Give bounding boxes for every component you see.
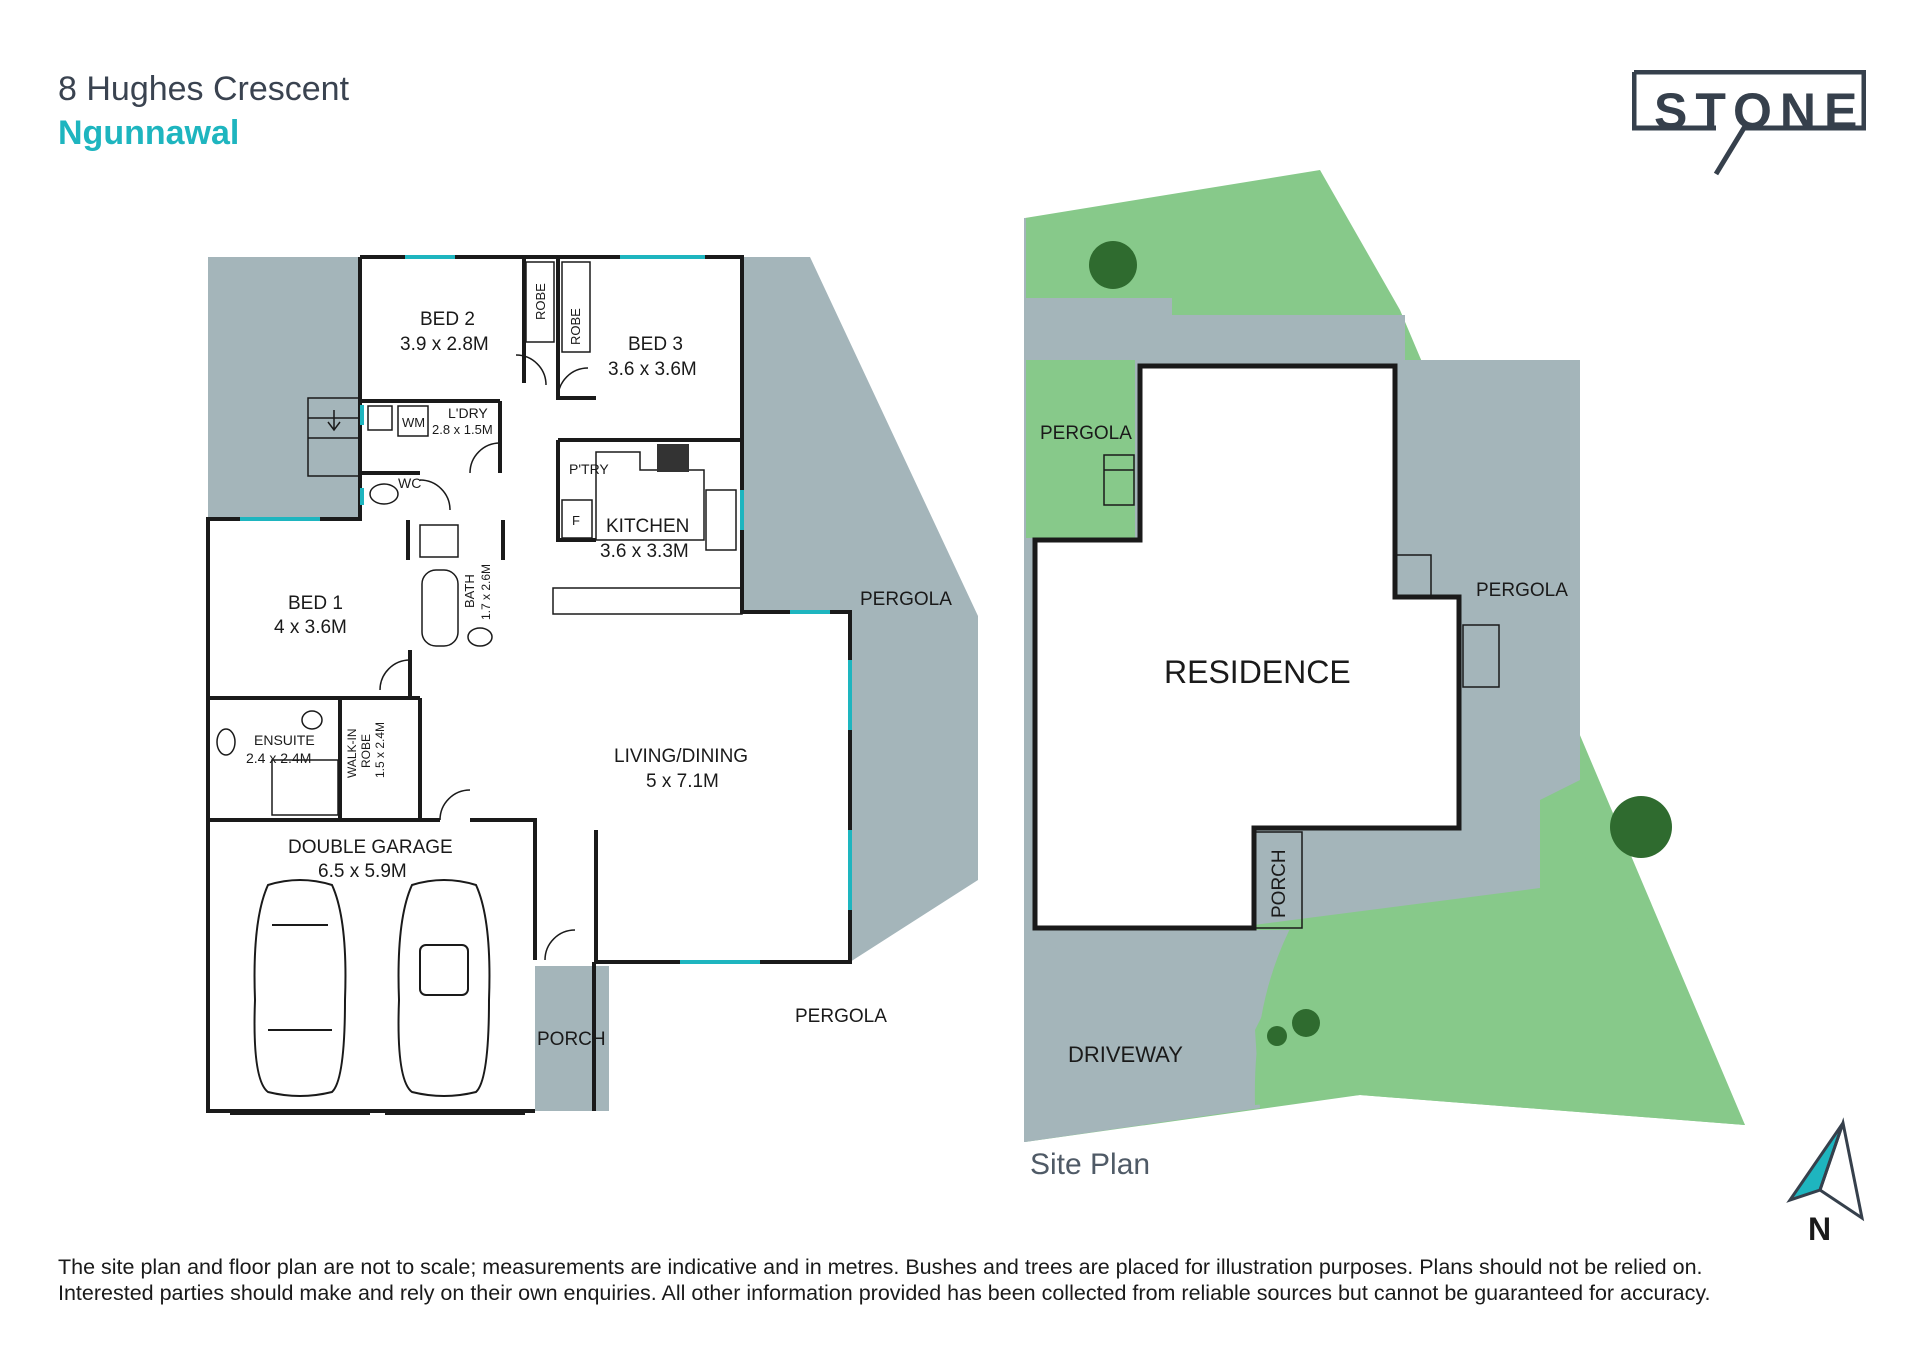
ensuite-size: 2.4 x 2.4M — [246, 750, 311, 766]
ensuite-name: ENSUITE — [254, 732, 315, 748]
front-lawn-curve-base — [1025, 930, 1330, 1142]
disclaimer: The site plan and floor plan are not to … — [58, 1254, 1878, 1306]
driveway-label: DRIVEWAY — [1068, 1042, 1183, 1067]
shower — [419, 524, 459, 558]
laundry-name: L'DRY — [448, 405, 488, 421]
stone-logo — [1632, 70, 1866, 176]
laundry-tub — [367, 405, 393, 431]
wc-label: WC — [398, 475, 421, 491]
robe-bed3 — [561, 261, 591, 353]
bed1-name: BED 1 — [288, 593, 343, 614]
site-plan: RESIDENCE PERGOLA PERGOLA PORCH DRIVEWAY — [1024, 170, 1745, 1142]
porch-paving — [535, 966, 609, 1111]
cooktop-icon — [657, 444, 689, 472]
disclaimer-line-2: Interested parties should make and rely … — [58, 1281, 1711, 1305]
sink-icon — [705, 489, 737, 551]
bath-name: BATH — [462, 574, 477, 608]
kitchen-name: KITCHEN — [606, 516, 689, 537]
west-paved-area — [208, 257, 360, 519]
kitchen-island — [552, 587, 743, 615]
garage-size: 6.5 x 5.9M — [318, 861, 407, 882]
address-line-1: 8 Hughes Crescent — [58, 70, 350, 108]
north-arrow-icon: N — [1786, 1117, 1865, 1247]
ensuite-shower — [271, 759, 339, 816]
porch-name: PORCH — [537, 1029, 606, 1050]
address-suburb: Ngunnawal — [58, 114, 240, 152]
site-steps — [1103, 454, 1500, 688]
washing-machine — [397, 405, 429, 437]
pergola-east-label: PERGOLA — [860, 589, 952, 610]
pantry-name: P'TRY — [569, 461, 609, 477]
site-pergola-west-label: PERGOLA — [1040, 423, 1132, 444]
toilet-icon — [369, 483, 399, 505]
walls — [206, 255, 852, 1113]
garage-name: DOUBLE GARAGE — [288, 837, 453, 858]
bed1-size: 4 x 3.6M — [274, 617, 347, 638]
living-size: 5 x 7.1M — [646, 771, 719, 792]
walkin-name2: ROBE — [359, 734, 373, 768]
robe-label-bed2: ROBE — [533, 283, 548, 320]
doors — [379, 354, 589, 961]
site-porch-label: PORCH — [1269, 849, 1290, 918]
disclaimer-line-1: The site plan and floor plan are not to … — [58, 1255, 1703, 1279]
pergola-south-label: PERGOLA — [795, 1006, 887, 1027]
bush-icon — [1292, 1009, 1320, 1037]
robe-label-bed3: ROBE — [568, 308, 583, 345]
kitchen-size: 3.6 x 3.3M — [600, 541, 689, 562]
residence-label: RESIDENCE — [1164, 654, 1351, 690]
windows — [240, 255, 852, 964]
bathtub — [421, 569, 459, 647]
site-porch — [1253, 831, 1303, 929]
bed2-size: 3.9 x 2.8M — [400, 334, 489, 355]
bath-size: 1.7 x 2.6M — [479, 564, 493, 620]
bed3-size: 3.6 x 3.6M — [608, 359, 697, 380]
laundry-size: 2.8 x 1.5M — [432, 422, 493, 437]
ensuite-basin — [216, 728, 236, 756]
bed2-name: BED 2 — [420, 309, 475, 330]
robe-bed2 — [525, 261, 555, 343]
tree-icon — [1089, 241, 1137, 289]
living-name: LIVING/DINING — [614, 746, 748, 767]
north-label: N — [1808, 1211, 1831, 1247]
east-pergola-area — [742, 257, 978, 962]
ensuite-toilet — [301, 710, 323, 730]
bed3-name: BED 3 — [628, 334, 683, 355]
bush-icon — [1267, 1026, 1287, 1046]
walkin-name: WALK-IN — [345, 728, 359, 778]
site-pergola-east-label: PERGOLA — [1476, 580, 1568, 601]
floor-plan: ROBE ROBE WM L'DRY 2.8 x 1.5M WC BATH 1.… — [206, 255, 978, 1115]
bath-basin — [467, 627, 493, 647]
car-icon — [253, 879, 491, 1097]
tree-icon — [1610, 796, 1672, 858]
kitchen-bench — [595, 451, 705, 541]
fridge-icon — [561, 499, 593, 539]
stone-logo-text: STONE — [1654, 83, 1866, 139]
wm-label: WM — [402, 415, 425, 430]
site-plan-caption: Site Plan — [1030, 1148, 1151, 1181]
walkin-size: 1.5 x 2.4M — [373, 722, 387, 778]
fridge-label: F — [572, 513, 580, 528]
residence-footprint — [1032, 363, 1462, 931]
